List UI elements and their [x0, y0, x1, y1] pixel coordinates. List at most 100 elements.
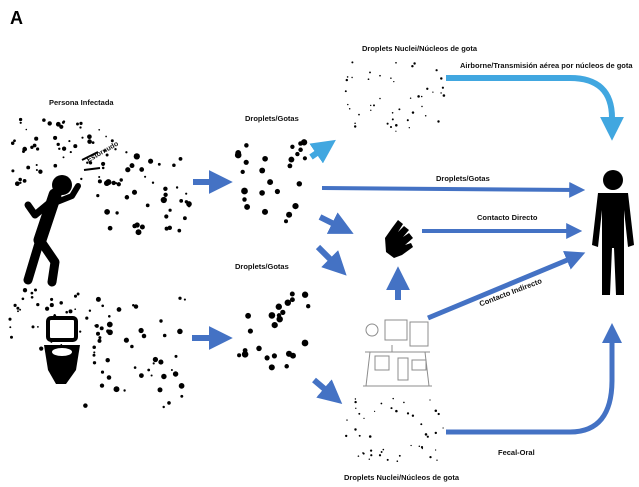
droplet-dot	[420, 446, 424, 449]
droplet-dot	[32, 143, 37, 148]
droplet-dot	[83, 403, 88, 408]
droplet-dot	[95, 331, 101, 336]
droplet-dot	[369, 71, 371, 74]
droplet-dot	[267, 179, 274, 186]
droplet-dot	[105, 153, 109, 157]
droplet-dot	[289, 291, 295, 297]
label-droplets-lower: Droplets/Gotas	[235, 262, 289, 271]
droplet-dot	[268, 312, 276, 319]
droplet-dot	[354, 428, 357, 431]
droplet-dot	[177, 328, 183, 335]
droplet-dot	[97, 338, 102, 343]
droplet-dot	[36, 302, 40, 307]
droplet-dot	[378, 454, 382, 457]
droplet-dot	[35, 147, 40, 151]
droplet-dot	[178, 383, 185, 389]
droplet-dot	[345, 434, 348, 438]
droplet-dot	[11, 169, 15, 173]
droplet-dot	[237, 353, 242, 358]
droplet-dot	[10, 141, 15, 145]
droplet-dot	[295, 151, 300, 157]
droplet-dot	[354, 122, 356, 124]
arrow-fecal-oral	[446, 323, 622, 435]
droplet-dot	[437, 412, 440, 416]
droplet-dot	[105, 179, 112, 186]
droplet-dot	[351, 76, 353, 79]
droplet-dot	[393, 80, 395, 83]
droplet-dot	[395, 130, 397, 132]
droplet-dot	[285, 350, 293, 357]
droplet-dot	[268, 364, 275, 371]
droplet-dot	[38, 169, 43, 174]
droplet-dot	[358, 113, 360, 116]
droplet-dot	[183, 298, 186, 301]
droplet-dot	[395, 61, 397, 64]
droplet-dot	[355, 407, 357, 409]
droplet-dot	[8, 317, 12, 321]
hand-icon	[385, 220, 413, 258]
droplet-dot	[347, 103, 349, 106]
droplet-dot	[167, 401, 171, 405]
droplet-dot	[151, 181, 155, 184]
droplet-dot	[432, 91, 434, 93]
droplet-dot	[380, 451, 383, 453]
arrow-lower-droplets-to-nuclei	[312, 377, 343, 404]
droplet-dot	[19, 181, 22, 184]
droplet-dot	[373, 104, 375, 107]
label-fecal-oral: Fecal-Oral	[498, 448, 535, 457]
droplet-dot	[437, 120, 440, 123]
droplet-dot	[244, 143, 249, 148]
droplet-dot	[429, 399, 431, 401]
droplet-dot	[116, 182, 121, 187]
droplet-dot	[396, 460, 399, 463]
droplet-dot	[37, 326, 39, 328]
droplet-dot	[302, 156, 307, 161]
droplet-dot	[103, 149, 106, 153]
droplet-dot	[408, 127, 410, 129]
droplet-dot	[110, 139, 114, 143]
droplet-dot	[25, 128, 28, 131]
droplet-dot	[61, 146, 67, 151]
droplet-dot	[56, 142, 60, 147]
droplet-dot	[10, 335, 13, 339]
droplet-dot	[244, 203, 251, 210]
droplet-dot	[30, 291, 34, 295]
droplet-dot	[240, 169, 245, 175]
droplet-dot	[409, 97, 412, 99]
droplet-dot	[413, 62, 416, 65]
droplet-dot	[152, 356, 159, 363]
droplet-dot	[161, 373, 167, 380]
droplet-dot	[53, 135, 58, 140]
label-droplets-route: Droplets/Gotas	[436, 174, 490, 183]
droplet-dot	[87, 139, 92, 144]
droplet-dot	[79, 121, 83, 125]
label-direct-contact: Contacto Directo	[477, 213, 538, 222]
droplet-dot	[107, 329, 113, 336]
arrow-airborne	[446, 75, 624, 141]
droplet-dot	[351, 61, 354, 64]
droplet-dot	[30, 295, 34, 299]
droplet-dot	[386, 458, 389, 461]
droplet-dot	[429, 455, 432, 459]
label-airborne: Airborne/Transmisión aérea por núcleos d…	[460, 61, 633, 70]
droplet-dot	[380, 402, 383, 405]
droplet-dot	[370, 104, 372, 107]
droplet-dot	[94, 323, 99, 328]
droplet-dot	[68, 309, 73, 314]
label-droplets-upper: Droplets/Gotas	[245, 114, 299, 123]
droplet-dot	[141, 333, 147, 339]
droplet-dot	[434, 431, 437, 435]
droplet-dot	[163, 186, 168, 192]
droplet-dot	[91, 141, 95, 144]
droplet-dot	[390, 77, 392, 79]
droplet-dot	[123, 337, 129, 343]
droplet-dot	[379, 74, 381, 77]
droplet-dot	[107, 225, 113, 231]
droplet-dot	[119, 178, 123, 182]
droplet-dot	[346, 76, 349, 78]
droplet-dot	[440, 92, 442, 94]
droplet-dot	[80, 177, 83, 181]
droplet-dot	[162, 405, 165, 409]
droplet-dot	[34, 136, 39, 141]
droplet-dot	[79, 126, 82, 129]
